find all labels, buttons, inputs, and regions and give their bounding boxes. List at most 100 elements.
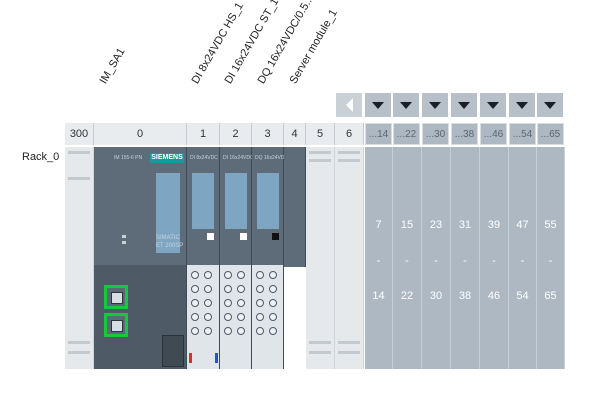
triangle-left-icon (345, 98, 353, 112)
terminal (256, 299, 264, 307)
slot-group-dash: - (520, 255, 525, 267)
black-marker (272, 233, 279, 240)
white-marker (240, 233, 247, 240)
status-led (122, 241, 126, 244)
slot-group-5[interactable]: 39 - 46 (480, 147, 509, 369)
expand-group-2[interactable] (393, 93, 420, 117)
slot-group-1[interactable]: 7 - 14 (365, 147, 393, 369)
rail-stripe (68, 151, 90, 154)
slot-header-1: 1 (187, 123, 220, 145)
terminal (269, 299, 277, 307)
device-line2: ET 200SP (156, 243, 184, 249)
slot-group-end: 54 (516, 290, 529, 302)
slot-group-start: 31 (458, 219, 472, 231)
rail-stripe (309, 341, 331, 344)
io-module-di16[interactable]: DI 16x24VDC (220, 147, 254, 369)
module-tiny-text: DQ 16x24VDC (255, 155, 289, 161)
rack-label[interactable]: Rack_0 (22, 151, 60, 163)
server-module[interactable] (284, 147, 306, 267)
terminal (204, 271, 212, 279)
slot-group-start: 23 (429, 219, 443, 231)
status-led (122, 235, 126, 238)
module-tiny-text: DI 8x24VDC (190, 155, 218, 161)
expand-group-3[interactable] (422, 93, 449, 117)
scroll-left-button[interactable] (336, 93, 363, 117)
slot-group-3[interactable]: 23 - 30 (422, 147, 451, 369)
module-blue-strip (156, 173, 180, 253)
slot-group-dash: - (434, 255, 438, 267)
module-label-im-sa1[interactable]: IM_SA1 (97, 46, 128, 86)
terminal (204, 313, 212, 321)
slot-group-start: 47 (516, 219, 529, 231)
slot-header-3: 3 (252, 123, 284, 145)
terminal (191, 299, 199, 307)
terminal (256, 285, 264, 293)
terminal (237, 327, 245, 335)
rail-stripe (309, 159, 331, 162)
slot-group-dash: - (548, 255, 553, 267)
slot-group-start: 15 (400, 219, 414, 231)
terminal (224, 327, 232, 335)
interface-module-im-sa1[interactable]: IM 155-6 PN SIEMENS SIMATIC ET 200SP (94, 147, 187, 369)
slot-header-5: 5 (306, 123, 335, 145)
triangle-down-icon (458, 101, 470, 109)
slot-group-dash: - (405, 255, 409, 267)
expand-group-5[interactable] (480, 93, 507, 117)
expand-group-6[interactable] (509, 93, 536, 117)
rail-stripe (338, 151, 360, 154)
slot-group-start: 55 (544, 219, 557, 231)
terminal (224, 313, 232, 321)
triangle-down-icon (487, 101, 499, 109)
slot-header-0: 0 (94, 123, 187, 145)
io-module-di8[interactable]: DI 8x24VDC (187, 147, 220, 369)
slot-group-6[interactable]: 47 - 54 (509, 147, 537, 369)
expand-group-4[interactable] (451, 93, 478, 117)
ethernet-port-2[interactable] (104, 313, 128, 337)
slot-header-2: 2 (220, 123, 252, 145)
slot-range-header-6: ...54 (509, 123, 536, 145)
terminal (237, 299, 245, 307)
slot-300[interactable] (65, 147, 94, 369)
triangle-down-icon (400, 101, 412, 109)
expand-group-1[interactable] (365, 93, 392, 117)
rail-stripe (309, 151, 331, 154)
terminal (269, 271, 277, 279)
terminal (191, 285, 199, 293)
terminal (256, 313, 264, 321)
rail-stripe (68, 351, 90, 354)
module-blue-strip (192, 173, 214, 229)
terminal-block (252, 265, 283, 369)
color-code-red (189, 353, 192, 363)
slot-range-header-4: ...38 (451, 123, 478, 145)
terminal (191, 271, 199, 279)
slot-range-header-5: ...46 (480, 123, 507, 145)
terminal (237, 313, 245, 321)
terminal (204, 285, 212, 293)
ethernet-port-icon (111, 292, 123, 304)
module-blue-strip (257, 173, 279, 229)
terminal-block (220, 265, 251, 369)
slot-header-300: 300 (65, 123, 94, 145)
slot-6[interactable] (335, 147, 364, 369)
slot-range-header-3: ...30 (422, 123, 449, 145)
slot-range-header-2: ...22 (393, 123, 420, 145)
terminal (204, 327, 212, 335)
rail-stripe (338, 159, 360, 162)
slot-group-end: 65 (544, 290, 557, 302)
triangle-down-icon (429, 101, 441, 109)
slot-group-2[interactable]: 15 - 22 (393, 147, 422, 369)
slot-group-end: 30 (429, 290, 443, 302)
slot-group-start: 7 (375, 219, 382, 231)
io-module-dq16[interactable]: DQ 16x24VDC (252, 147, 288, 369)
slot-group-7[interactable]: 55 - 65 (537, 147, 565, 369)
ethernet-port-1[interactable] (104, 285, 128, 309)
slot-group-4[interactable]: 31 - 38 (451, 147, 480, 369)
slot-group-end: 46 (487, 290, 501, 302)
ethernet-port-icon (111, 320, 123, 332)
slot-5[interactable] (306, 147, 335, 369)
slot-range-header-1: ...14 (365, 123, 392, 145)
expand-group-7[interactable] (537, 93, 564, 117)
triangle-down-icon (544, 101, 556, 109)
slot-range-header-7: ...65 (537, 123, 564, 145)
white-marker (207, 233, 214, 240)
